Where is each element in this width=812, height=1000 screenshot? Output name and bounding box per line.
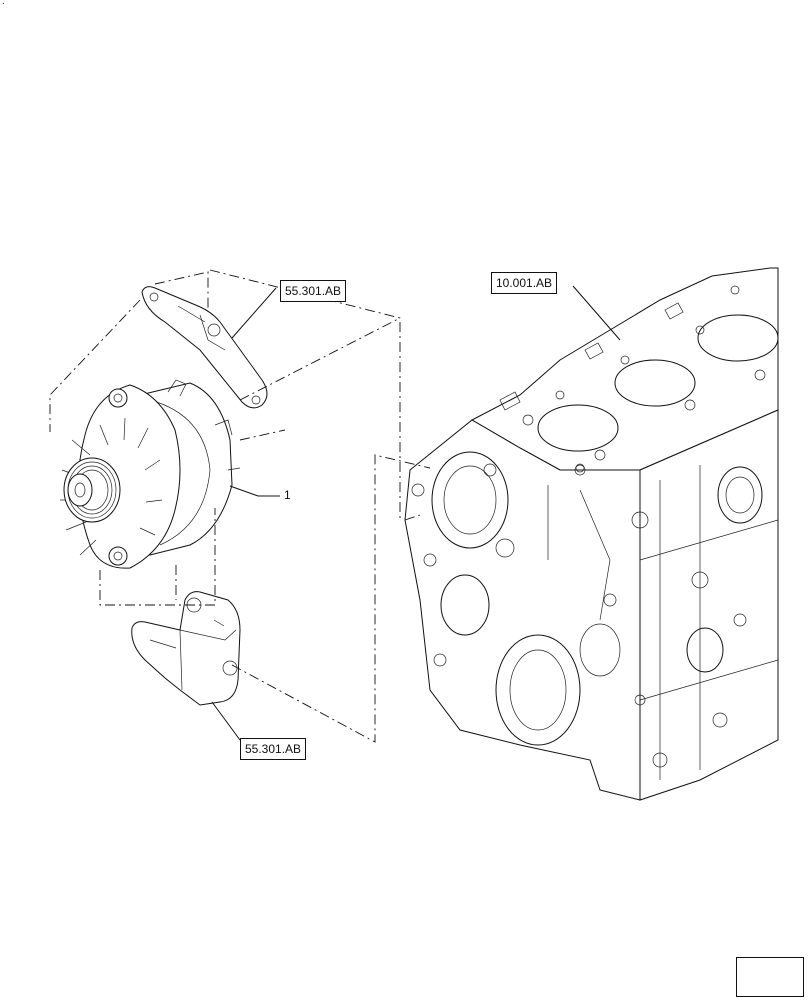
callout-engine-block[interactable]: 10.001.AB [491,272,558,294]
engine-block-illustration [404,267,779,801]
alternator-illustration [60,379,241,569]
navigation-button[interactable] [736,957,804,997]
upper-bracket-illustration [141,286,268,409]
item-number-alternator: 1 [284,488,291,502]
corner-mark: . [2,0,5,7]
leader-lines [211,285,621,741]
callout-lower-bracket[interactable]: 55.301.AB [240,738,307,760]
lower-bracket-illustration [131,591,241,706]
callout-upper-bracket[interactable]: 55.301.AB [280,280,347,302]
assembly-lines [49,269,431,743]
